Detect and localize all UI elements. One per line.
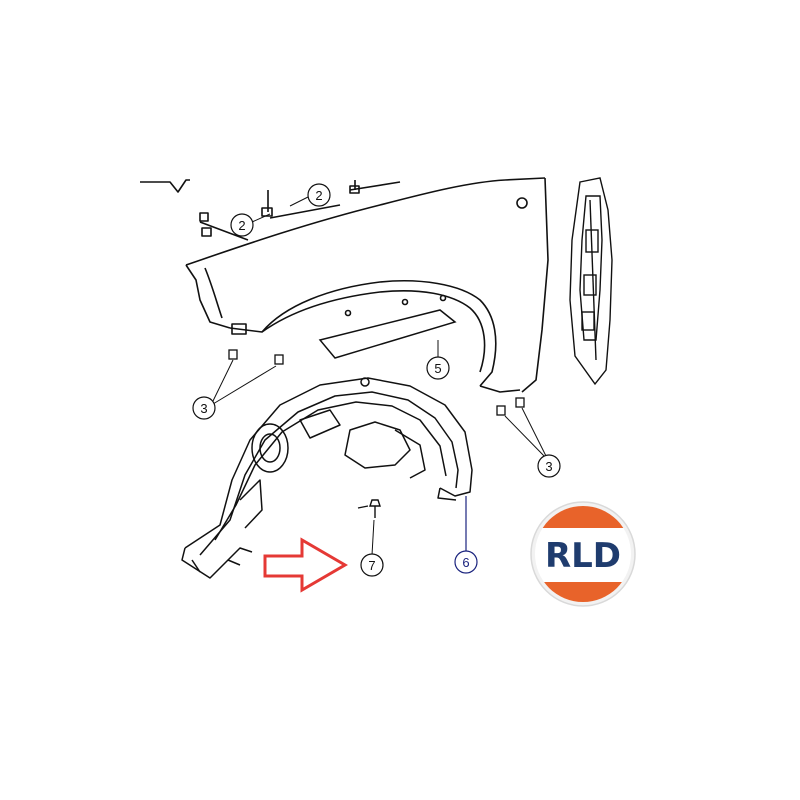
svg-text:RLD: RLD [545,536,621,576]
callout-7: 7 [360,553,384,577]
rld-logo: RLD [530,501,636,607]
push-pin-fastener [357,499,381,518]
leader-lines [212,196,549,556]
fender-bracket [569,177,613,386]
callout-2a: 2 [230,213,254,237]
svg-text:3: 3 [545,459,552,474]
fender-molding [318,309,457,359]
front-fender [140,177,549,393]
svg-text:7: 7 [368,558,375,573]
callout-3a: 3 [192,396,216,420]
callout-2b: 2 [307,183,331,207]
svg-text:3: 3 [200,401,207,416]
retainer-clips [228,349,525,416]
svg-text:5: 5 [434,361,441,376]
svg-text:2: 2 [315,188,322,203]
callout-3b: 3 [537,454,561,478]
callout-5: 5 [426,356,450,380]
wheelhouse-liner [181,377,473,579]
callout-6: 6 [454,550,478,574]
svg-text:2: 2 [238,218,245,233]
svg-text:6: 6 [462,555,469,570]
red-arrow-icon [263,537,348,593]
